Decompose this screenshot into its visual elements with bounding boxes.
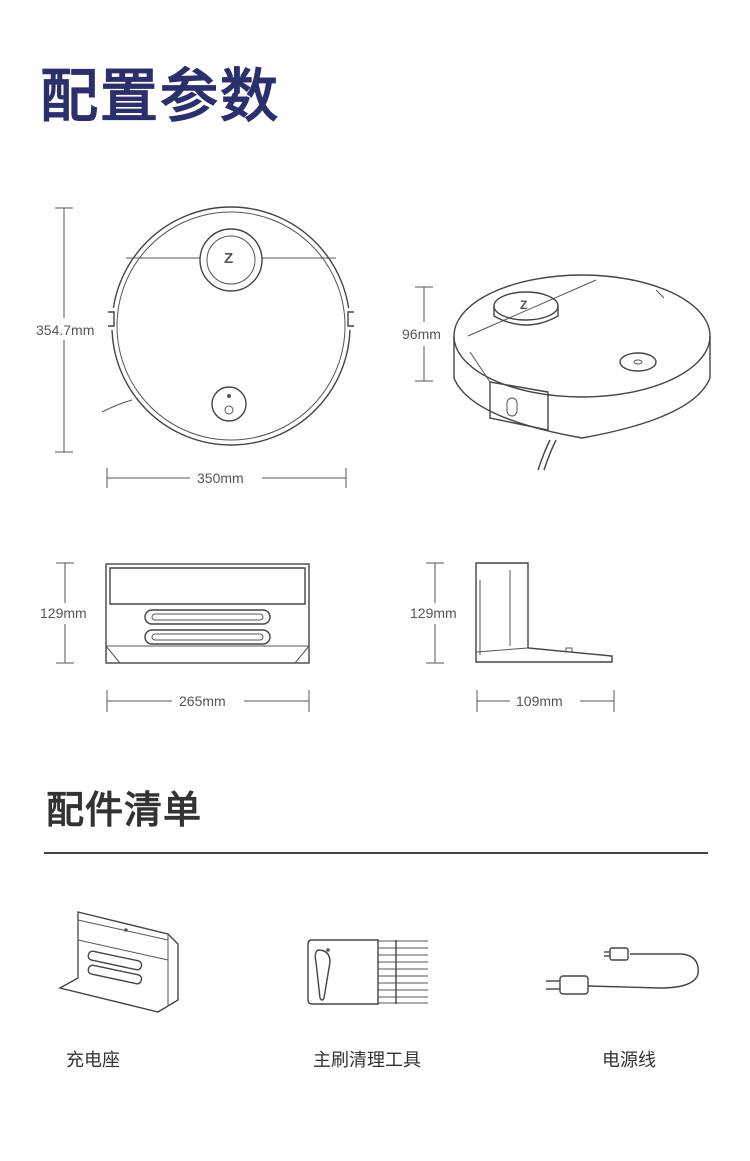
robot-side-height-label: 96mm: [400, 326, 443, 342]
dock-front-width-label: 265mm: [177, 693, 228, 709]
dock-side-view: [426, 562, 615, 712]
accessory-label-brush-tool: 主刷清理工具: [313, 1050, 421, 1071]
accessories-title: 配件清单: [46, 788, 203, 832]
robot-width-label: 350mm: [195, 470, 246, 486]
dock-side-width-label: 109mm: [514, 693, 565, 709]
robot-side-logo: Z: [520, 298, 528, 312]
robot-logo: Z: [224, 250, 234, 267]
accessory-label-power-cord: 电源线: [602, 1050, 656, 1071]
robot-side-view: [415, 274, 711, 471]
power-cord-icon: [546, 947, 699, 995]
brush-cleaning-tool-icon: [307, 939, 428, 1005]
robot-top-view: [55, 206, 362, 488]
charging-dock-icon: [58, 911, 179, 1013]
dock-front-height-label: 129mm: [38, 605, 89, 621]
dock-front-view: [56, 562, 310, 712]
dock-side-height-label: 129mm: [408, 605, 459, 621]
robot-height-label: 354.7mm: [34, 322, 97, 338]
accessory-label-charging-dock: 充电座: [66, 1050, 120, 1071]
section-divider: [44, 852, 708, 854]
page-title: 配置参数: [40, 62, 281, 130]
